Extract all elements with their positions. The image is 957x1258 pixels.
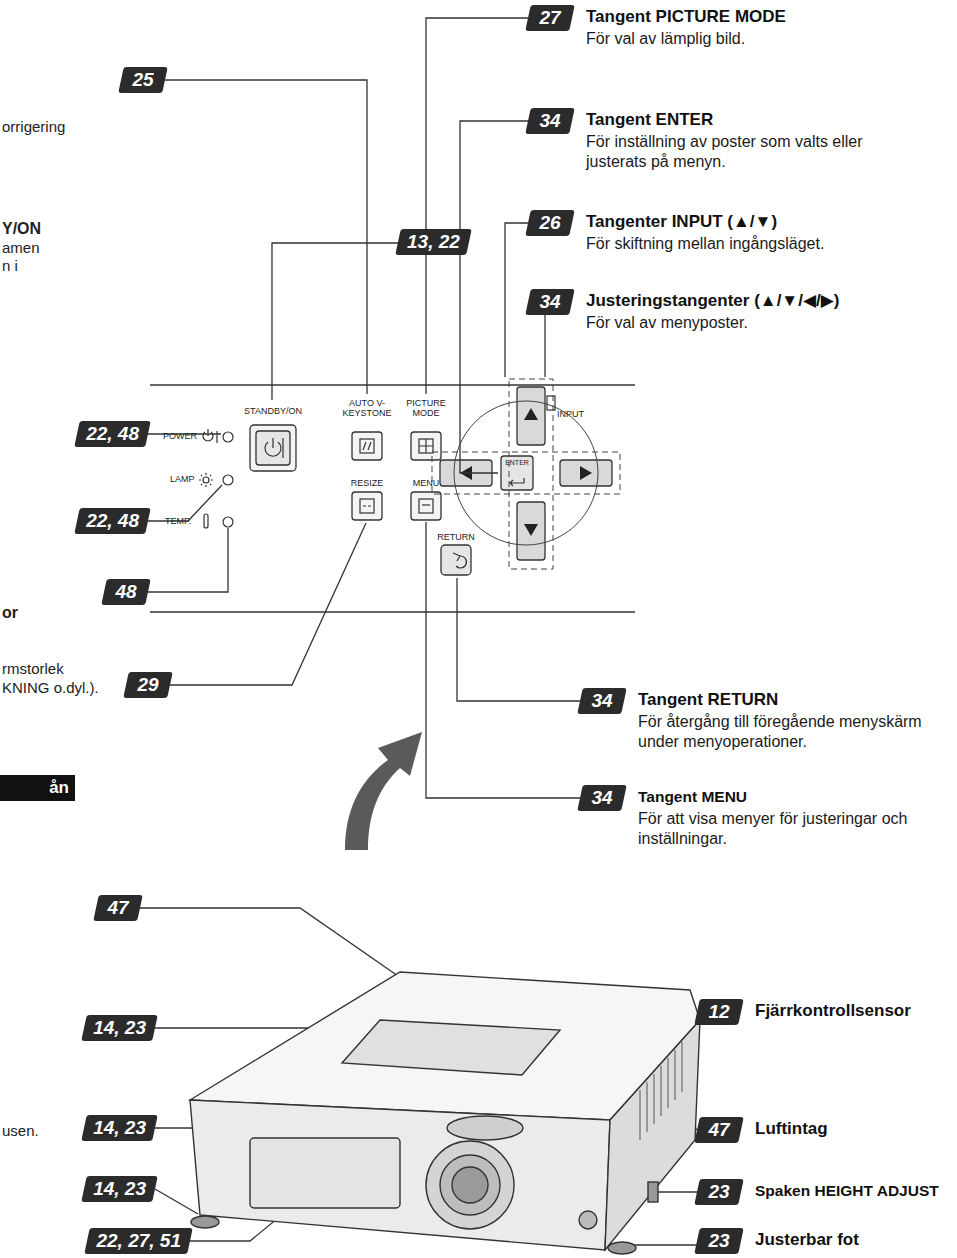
part-name: Fjärrkontrollsensor: [755, 1000, 911, 1022]
key-label: RESIZE: [351, 478, 384, 488]
callout-badge: 47: [96, 895, 140, 921]
button-icons: [265, 396, 555, 568]
key-label: ENTER: [505, 459, 529, 467]
callout-number: 14, 23: [84, 1115, 155, 1141]
part-name: Tangent PICTURE MODE: [586, 6, 786, 28]
part-description: För att visa menyer för justeringar och …: [638, 809, 957, 849]
key-label: PICTURE MODE: [403, 398, 449, 419]
key-label: LAMP: [170, 474, 195, 484]
callout-badge: 26Tangenter INPUT (▲/▼)För skiftning mel…: [528, 210, 572, 236]
clipped-text: usen.: [2, 1122, 39, 1139]
callout-number: 12: [697, 999, 741, 1025]
callout-number: 47: [697, 1117, 741, 1143]
callout-number: 14, 23: [84, 1015, 155, 1041]
callout-badge: 48: [104, 579, 148, 605]
panel-lines: [150, 385, 635, 612]
arrow-symbols: [460, 408, 592, 536]
callout-number: 29: [126, 672, 170, 698]
part-description: För återgång till föregående menyskärm u…: [638, 712, 928, 752]
callout-badge: 23Justerbar fot: [697, 1228, 741, 1254]
part-name: Tangent ENTER: [586, 109, 713, 131]
callout-badge: 34Tangent MENUFör att visa menyer för ju…: [580, 785, 624, 811]
callout-badge: 14, 23: [84, 1015, 155, 1041]
callout-badge: 25: [121, 67, 165, 93]
projector-body: [190, 972, 700, 1254]
callout-number: 14, 23: [84, 1176, 155, 1202]
callout-number: 34: [528, 108, 572, 134]
callout-number: 23: [697, 1228, 741, 1254]
callout-number: 27: [528, 5, 572, 31]
callout-badge: 14, 23: [84, 1176, 155, 1202]
callout-number: 22, 48: [77, 421, 148, 447]
callout-number: 26: [528, 210, 572, 236]
clipped-text: or: [2, 604, 18, 622]
callout-badge: 47Luftintag: [697, 1117, 741, 1143]
section-tab: ån: [0, 775, 75, 801]
indicator-leds: [199, 429, 233, 528]
callout-badge: 22, 48: [77, 421, 148, 447]
callout-badge: 34Justeringstangenter (▲/▼/◀/▶)För val a…: [528, 289, 572, 315]
callout-badge: 27Tangent PICTURE MODEFör val av lämplig…: [528, 5, 572, 31]
key-label: STANDBY/ON: [244, 406, 302, 416]
callout-number: 48: [104, 579, 148, 605]
key-label: POWER: [163, 431, 197, 441]
vent-slots: [640, 1042, 682, 1140]
callout-number: ån: [0, 775, 69, 801]
part-name: Justerbar fot: [755, 1229, 859, 1251]
part-description: För val av lämplig bild.: [586, 29, 886, 49]
part-name: Tangent RETURN: [638, 689, 778, 711]
callout-badge: 34Tangent RETURNFör återgång till föregå…: [580, 688, 624, 714]
clipped-text: rmstorlek: [2, 660, 64, 677]
part-name: Spaken HEIGHT ADJUST: [755, 1180, 939, 1202]
key-label: INPUT: [557, 409, 584, 419]
callout-number: 34: [580, 688, 624, 714]
callout-badge: 22, 27, 51: [87, 1228, 190, 1254]
callout-number: 22, 27, 51: [87, 1228, 190, 1254]
part-name: Justeringstangenter (▲/▼/◀/▶): [586, 290, 839, 312]
clipped-text: n i: [2, 257, 18, 274]
part-description: För skiftning mellan ingångsläget.: [586, 234, 906, 254]
callout-number: 25: [121, 67, 165, 93]
callout-badge: 34Tangent ENTERFör inställning av poster…: [528, 108, 572, 134]
clipped-text: orrigering: [2, 118, 65, 135]
clipped-text: Y/ON: [2, 220, 41, 238]
part-name: Luftintag: [755, 1118, 828, 1140]
callout-number: 34: [580, 785, 624, 811]
callout-badge: 14, 23: [84, 1115, 155, 1141]
part-name: Tangenter INPUT (▲/▼): [586, 211, 777, 233]
clipped-text: amen: [2, 239, 40, 256]
callout-badge: 13, 22: [398, 229, 469, 255]
callout-number: 23: [697, 1179, 741, 1205]
callout-badge: 23Spaken HEIGHT ADJUST: [697, 1179, 741, 1205]
callout-badge: 29: [126, 672, 170, 698]
callout-badge: 12Fjärrkontrollsensor: [697, 999, 741, 1025]
key-label: TEMP.: [165, 516, 191, 526]
key-label: MENU: [413, 478, 440, 488]
control-buttons: [250, 387, 612, 575]
callout-number: 34: [528, 289, 572, 315]
key-label: RETURN: [437, 532, 475, 542]
clipped-text: KNING o.dyl.).: [2, 679, 99, 696]
key-label: AUTO V-KEYSTONE: [335, 398, 399, 419]
part-description: För val av menyposter.: [586, 313, 906, 333]
callout-badge: 22, 48: [77, 508, 148, 534]
view-arrow: [345, 732, 422, 850]
callout-number: 47: [96, 895, 140, 921]
part-description: För inställning av poster som valts elle…: [586, 132, 866, 172]
callout-number: 13, 22: [398, 229, 469, 255]
callout-number: 22, 48: [77, 508, 148, 534]
part-name: Tangent MENU: [638, 786, 747, 808]
